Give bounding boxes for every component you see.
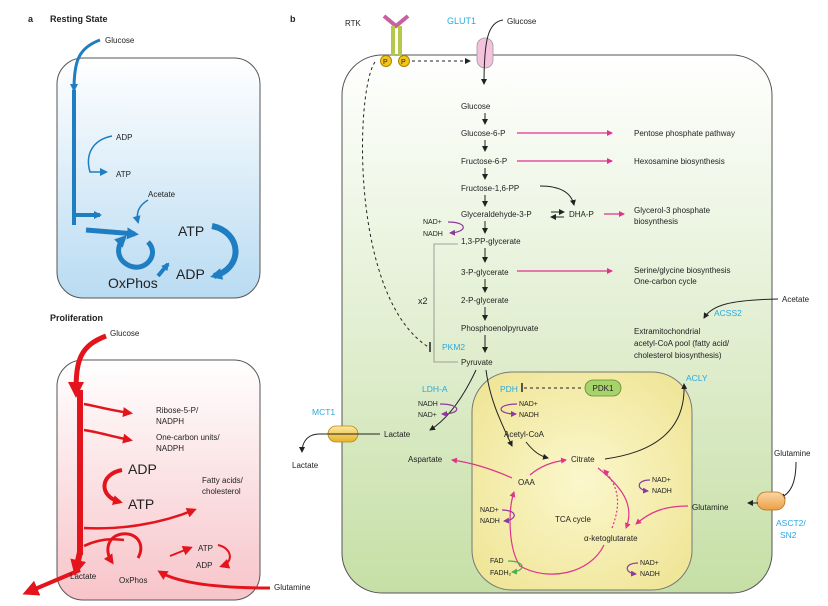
prolif-onecarbon-2: NADPH xyxy=(156,444,184,453)
enzyme-asct2-2: SN2 xyxy=(780,530,797,540)
proliferation-diagram: Proliferation Glucose Ribose-5-P/ NADPH … xyxy=(22,313,311,601)
met-bpg: 1,3-PP-glycerate xyxy=(461,237,521,246)
out-glycerol-1: Glycerol-3 phosphate xyxy=(634,206,711,215)
enzyme-asct2-1: ASCT2/ xyxy=(776,518,806,528)
tca-label: TCA cycle xyxy=(555,515,592,524)
nad-tca-3: NAD+ xyxy=(480,507,499,514)
asct2-transporter-icon xyxy=(756,491,786,511)
rtk-p1: P xyxy=(383,59,388,66)
glucose-out-label: Glucose xyxy=(507,17,537,26)
resting-atp-big-label: ATP xyxy=(178,223,204,239)
enzyme-acss2: ACSS2 xyxy=(714,308,742,318)
prolif-ribose-2: NADPH xyxy=(156,417,184,426)
enzyme-ldha: LDH-A xyxy=(422,384,448,394)
met-glucose: Glucose xyxy=(461,102,491,111)
rtk-label: RTK xyxy=(345,19,362,28)
prolif-adp-small: ADP xyxy=(196,561,212,570)
lactate-out-label: Lactate xyxy=(292,461,319,470)
panel-b-letter: b xyxy=(290,14,296,24)
prolif-atp-small: ATP xyxy=(198,544,213,553)
out-serine-1: Serine/glycine biosynthesis xyxy=(634,266,731,275)
rtk-receptor-icon xyxy=(380,14,410,67)
rtk-p2: P xyxy=(401,59,406,66)
resting-acetate-label: Acetate xyxy=(148,190,176,199)
prolif-adp-big: ADP xyxy=(128,461,157,477)
glutamine-out-label: Glutamine xyxy=(774,449,811,458)
cancer-metabolism-diagram: RTK P P GLUT1 Glucose Glucose Glucose-6-… xyxy=(292,14,811,594)
resting-atp-label: ATP xyxy=(116,170,131,179)
proliferation-title: Proliferation xyxy=(50,313,103,323)
met-2pg: 2-P-glycerate xyxy=(461,296,509,305)
glut1-label: GLUT1 xyxy=(447,16,476,26)
acetate-out-label: Acetate xyxy=(782,295,810,304)
met-g3p: Glyceraldehyde-3-P xyxy=(461,210,532,219)
enzyme-pkm2: PKM2 xyxy=(442,342,465,352)
prolif-onecarbon-1: One-carbon units/ xyxy=(156,433,220,442)
pool-line-3: cholesterol biosynthesis) xyxy=(634,351,722,360)
met-aketo: α-ketoglutarate xyxy=(584,534,638,543)
prolif-oxphos: OxPhos xyxy=(119,576,147,585)
out-ppp: Pentose phosphate pathway xyxy=(634,129,735,138)
prolif-atp-big: ATP xyxy=(128,496,154,512)
pdk1-badge xyxy=(584,379,622,397)
enzyme-pdh: PDH xyxy=(500,384,518,394)
nad-tca-2: NAD+ xyxy=(640,560,659,567)
pool-line-1: Extramitochondrial xyxy=(634,327,700,336)
resting-adp-big-label: ADP xyxy=(176,266,205,282)
x2-label: x2 xyxy=(418,296,428,306)
panel-a-letter: a xyxy=(28,14,34,24)
met-g6p: Glucose-6-P xyxy=(461,129,505,138)
resting-glucose-label: Glucose xyxy=(105,36,135,45)
fad-label: FAD xyxy=(490,558,504,565)
nad-pdh-label: NAD+ xyxy=(519,401,538,408)
nadh-tca-3: NADH xyxy=(480,518,500,525)
mitochondrion xyxy=(471,371,693,591)
prolif-lactate: Lactate xyxy=(70,572,97,581)
met-pep: Phosphoenolpyruvate xyxy=(461,324,539,333)
out-hexosamine: Hexosamine biosynthesis xyxy=(634,157,725,166)
prolif-fatty-1: Fatty acids/ xyxy=(202,476,244,485)
met-lactate: Lactate xyxy=(384,430,411,439)
nadh-tca-2: NADH xyxy=(640,571,660,578)
resting-title: Resting State xyxy=(50,14,108,24)
met-dhap: DHA-P xyxy=(569,210,594,219)
met-aspartate: Aspartate xyxy=(408,455,443,464)
nadh-ldha-label: NADH xyxy=(418,401,438,408)
met-3pg: 3-P-glycerate xyxy=(461,268,509,277)
met-acetylcoa: Acetyl-CoA xyxy=(504,430,545,439)
met-oaa: OAA xyxy=(518,478,536,487)
prolif-fatty-2: cholesterol xyxy=(202,487,241,496)
enzyme-pdk1: PDK1 xyxy=(593,384,614,393)
met-pyruvate: Pyruvate xyxy=(461,358,493,367)
nad-tca-1: NAD+ xyxy=(652,477,671,484)
out-glycerol-2: biosynthesis xyxy=(634,217,678,226)
pool-line-2: acetyl-CoA pool (fatty acid/ xyxy=(634,339,730,348)
proliferation-glucose-label: Glucose xyxy=(110,329,140,338)
nadh-pdh-label: NADH xyxy=(519,412,539,419)
enzyme-acly: ACLY xyxy=(686,373,708,383)
prolif-glutamine: Glutamine xyxy=(274,583,311,592)
resting-oxphos-label: OxPhos xyxy=(108,275,158,291)
met-glutamine-in: Glutamine xyxy=(692,503,729,512)
nad-ldha-label: NAD+ xyxy=(418,412,437,419)
resting-state-diagram: Resting State Glucose ADP ATP Acetate Ox… xyxy=(50,14,261,299)
met-citrate: Citrate xyxy=(571,455,595,464)
resting-adp-label: ADP xyxy=(116,133,132,142)
fadh2-label: FADH₂ xyxy=(490,570,512,577)
nadh-g3p-label: NADH xyxy=(423,231,443,238)
met-f6p: Fructose-6-P xyxy=(461,157,507,166)
met-f16pp: Fructose-1,6-PP xyxy=(461,184,519,193)
enzyme-mct1: MCT1 xyxy=(312,407,335,417)
nad-g3p-label: NAD+ xyxy=(423,219,442,226)
prolif-ribose-1: Ribose-5-P/ xyxy=(156,406,199,415)
out-serine-2: One-carbon cycle xyxy=(634,277,697,286)
nadh-tca-1: NADH xyxy=(652,488,672,495)
